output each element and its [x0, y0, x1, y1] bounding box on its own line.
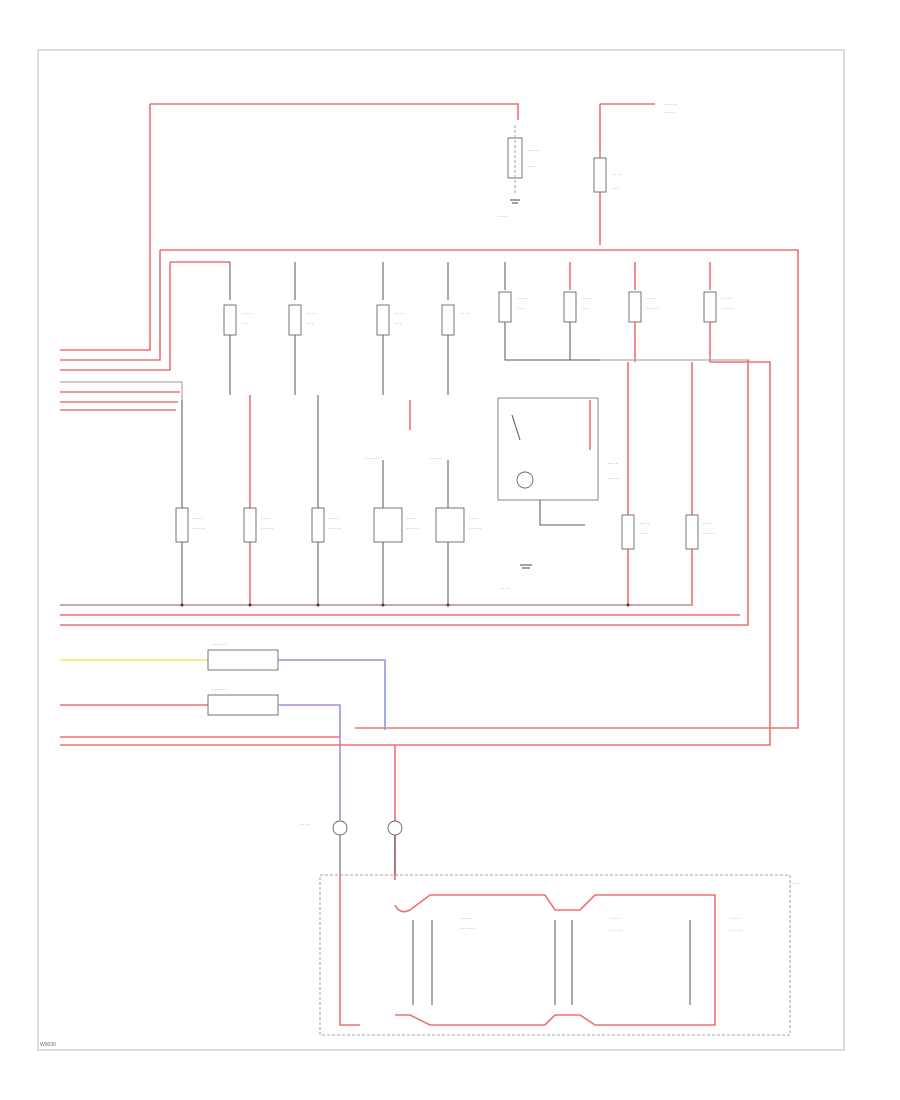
svg-text:- - - -: - - - -: [790, 881, 800, 886]
svg-text:- - - -: - - - -: [612, 172, 622, 177]
svg-text:- - -: - - -: [528, 164, 535, 169]
svg-text:- - - - -: - - - - -: [703, 531, 715, 536]
svg-text:- - - - -: - - - - -: [608, 476, 620, 481]
bulbs: - - - -: [300, 820, 403, 875]
svg-text:- - -: - - -: [242, 321, 249, 326]
svg-text:- - - - -: - - - - -: [610, 928, 622, 933]
svg-text:- - - - -: - - - - -: [261, 526, 273, 531]
svg-text:- - - -: - - - -: [640, 521, 650, 526]
svg-text:- - - -: - - - -: [500, 586, 510, 591]
svg-text:- - - -: - - - -: [329, 516, 339, 521]
top-feed-wires: [60, 103, 799, 729]
svg-text:- - - -: - - - -: [518, 296, 528, 301]
diagram-id: W0030: [40, 1042, 56, 1048]
svg-text:- - - -: - - - -: [722, 296, 732, 301]
svg-text:- - - -: - - - -: [703, 521, 713, 526]
svg-text:- - - - -: - - - - -: [193, 526, 205, 531]
svg-text:- - - -: - - - -: [498, 214, 508, 219]
svg-text:- - - - - -: - - - - - -: [212, 687, 227, 692]
upper-row-labels: - - - - - - - - - - - - - - - - - - - - - -…: [242, 296, 734, 326]
lower-modules: - - - - - - - - - - - -: [60, 642, 396, 880]
diagram-frame: [37, 49, 845, 1051]
svg-text:- - - -: - - - -: [261, 516, 271, 521]
svg-text:- - - -: - - - -: [407, 516, 417, 521]
top-fuse: - - - - - - - - - - - - - - - -: [593, 102, 677, 193]
svg-text:- - - -: - - - -: [610, 916, 620, 921]
svg-text:- - - - -: - - - - -: [430, 456, 442, 461]
left-harness: [60, 381, 183, 605]
middle-connectors: - - - - - - - - - - - - -: [60, 362, 693, 606]
svg-text:- - - - -: - - - - -: [469, 526, 481, 531]
svg-text:- - - -: - - - -: [242, 311, 252, 316]
svg-text:- - -: - - -: [307, 321, 314, 326]
top-relay: - - - - - - - - - - - -: [498, 125, 540, 219]
svg-text:- - -: - - -: [582, 306, 589, 311]
svg-text:- - - - -: - - - - -: [329, 526, 341, 531]
svg-text:- - - - -: - - - - -: [665, 102, 677, 107]
svg-text:- - - -: - - - -: [608, 461, 618, 466]
svg-text:- - - - -: - - - - -: [722, 306, 734, 311]
svg-text:- - - - - -: - - - - - -: [212, 642, 227, 647]
svg-text:- - -: - - -: [612, 186, 619, 191]
svg-text:- - - -: - - - -: [665, 110, 675, 115]
svg-text:- - - -: - - - -: [582, 296, 592, 301]
svg-text:- - - - -: - - - - -: [647, 306, 659, 311]
svg-text:- - - - -: - - - - -: [528, 148, 540, 153]
svg-text:- - - - - -: - - - - - -: [460, 926, 475, 931]
svg-text:- - - -: - - - -: [395, 311, 405, 316]
svg-text:- - - - -: - - - - -: [730, 928, 742, 933]
svg-text:- - -: - - -: [395, 321, 402, 326]
svg-text:- - - -: - - - -: [460, 311, 470, 316]
svg-text:- - - - -: - - - - -: [407, 526, 419, 531]
svg-text:- - - -: - - - -: [193, 516, 203, 521]
svg-text:- - - -: - - - -: [730, 916, 740, 921]
svg-text:- - - - - -: - - - - - -: [365, 456, 380, 461]
svg-text:- - - -: - - - -: [307, 311, 317, 316]
svg-text:- - - -: - - - -: [647, 296, 657, 301]
svg-text:- - - -: - - - -: [300, 822, 310, 827]
lower-switch-row: - - - - - - - - - - - - - - - - - - - - - …: [175, 456, 715, 550]
svg-text:- - - -: - - - -: [469, 516, 479, 521]
instrument-block: - - - - - - - - - - - - - - - - - - - - …: [319, 874, 800, 1036]
svg-text:- - -: - - -: [518, 306, 525, 311]
svg-text:- - - - -: - - - - -: [460, 916, 472, 921]
svg-text:- - -: - - -: [640, 531, 647, 536]
upper-switch-row: [223, 262, 771, 746]
ground-bus: [60, 360, 749, 626]
